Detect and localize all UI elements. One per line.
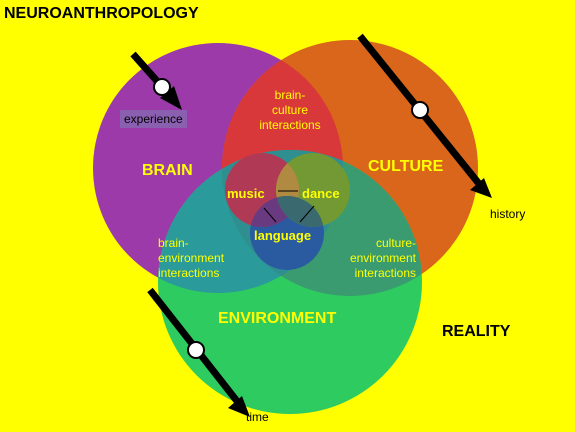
copyright-notice: COPYRIGHT 2007 PAUL H. MASON	[340, 404, 527, 416]
dance-label: dance	[302, 186, 340, 201]
culture-environment-label: culture- environment interactions	[349, 236, 416, 280]
reality-label: REALITY	[442, 323, 511, 340]
inner-link-arrows	[263, 190, 315, 223]
experience-label: experience	[120, 110, 187, 128]
diagram-title: NEUROANTHROPOLOGY	[4, 5, 199, 22]
culture-label: CULTURE	[368, 158, 444, 175]
history-label: history	[490, 207, 526, 221]
experience-arrow	[130, 51, 182, 110]
music-language-overlap	[250, 196, 299, 227]
dance-language-overlap	[276, 196, 324, 227]
history-arrow	[357, 33, 492, 198]
time-label: time	[246, 410, 269, 424]
time-arrow	[147, 287, 250, 417]
music-label: music	[227, 186, 265, 201]
brain-environment-label: brain- environment interactions	[158, 236, 225, 280]
brain-culture-label: brain- culture interactions	[259, 88, 321, 132]
brain-label: BRAIN	[142, 162, 193, 179]
environment-label: ENVIRONMENT	[218, 310, 337, 327]
language-label: language	[254, 228, 312, 243]
